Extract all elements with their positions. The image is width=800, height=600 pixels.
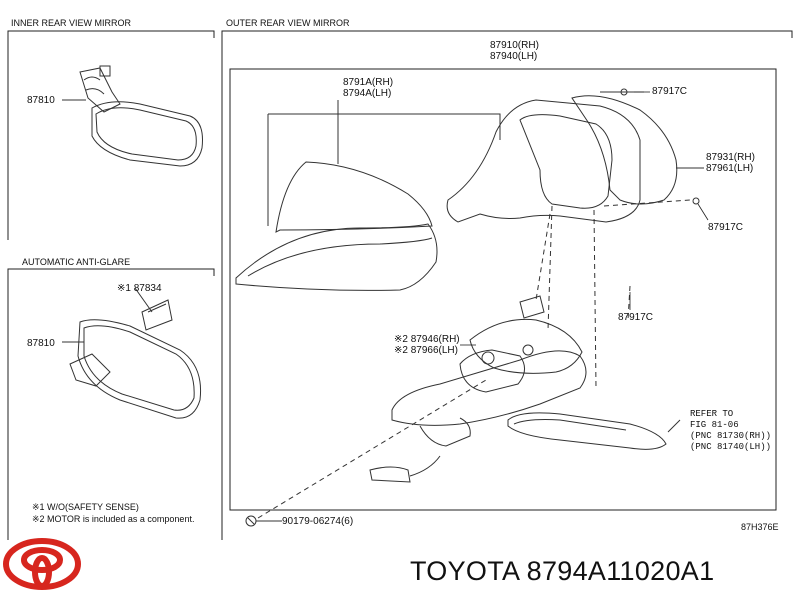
diagram-code: 87H376E [741, 522, 779, 532]
part-8791A-rh: 8791A(RH) [343, 77, 394, 88]
refer-line-2: FIG 81-06 [690, 420, 739, 430]
part-8794A-lh: 8794A(LH) [343, 88, 392, 99]
inner-mirror-drawing [62, 65, 203, 167]
actuator-assembly-drawing [369, 295, 587, 483]
part-87931-rh: 87931(RH) [706, 152, 755, 163]
refer-line-4: (PNC 81740(LH)) [690, 442, 772, 452]
note-2: ※2 MOTOR is included as a component. [32, 514, 195, 524]
note-1: ※1 W/O(SAFETY SENSE) [32, 502, 139, 512]
part-87917C-right: 87917C [708, 222, 744, 233]
toyota-logo [3, 538, 81, 590]
section-inner-mirror: INNER REAR VIEW MIRROR [11, 18, 132, 28]
part-87917C-top: 87917C [652, 86, 688, 97]
part-87810-anti-glare: 87810 [27, 338, 55, 349]
part-87834: ※1 87834 [117, 283, 162, 294]
part-87966-lh: ※2 87966(LH) [394, 345, 458, 356]
part-87910-rh: 87910(RH) [490, 40, 539, 51]
part-87946-rh: ※2 87946(RH) [394, 334, 460, 345]
turn-signal-lamp-drawing [507, 412, 681, 450]
part-87940-lh: 87940(LH) [490, 51, 538, 62]
part-90179: 90179-06274(6) [282, 516, 354, 527]
part-87917C-mid: 87917C [618, 312, 654, 323]
assembly-dashed-lines [257, 199, 691, 519]
section-brackets [7, 30, 793, 540]
part-87810-inner: 87810 [27, 95, 55, 106]
anti-glare-mirror-drawing [62, 287, 202, 419]
section-outer-mirror: OUTER REAR VIEW MIRROR [226, 18, 350, 28]
part-87961-lh: 87961(LH) [706, 163, 754, 174]
section-anti-glare: AUTOMATIC ANTI-GLARE [22, 257, 131, 267]
leader-lines [460, 91, 709, 346]
brand-part-number: TOYOTA 8794A11020A1 [410, 556, 715, 586]
outer-mirror-frame [229, 68, 777, 511]
refer-line-3: (PNC 81730(RH)) [690, 431, 772, 441]
housing-and-glass-drawing [446, 88, 704, 223]
screw-icon [245, 515, 282, 527]
mirror-cover-drawing [235, 100, 501, 291]
refer-line-1: REFER TO [690, 409, 734, 419]
